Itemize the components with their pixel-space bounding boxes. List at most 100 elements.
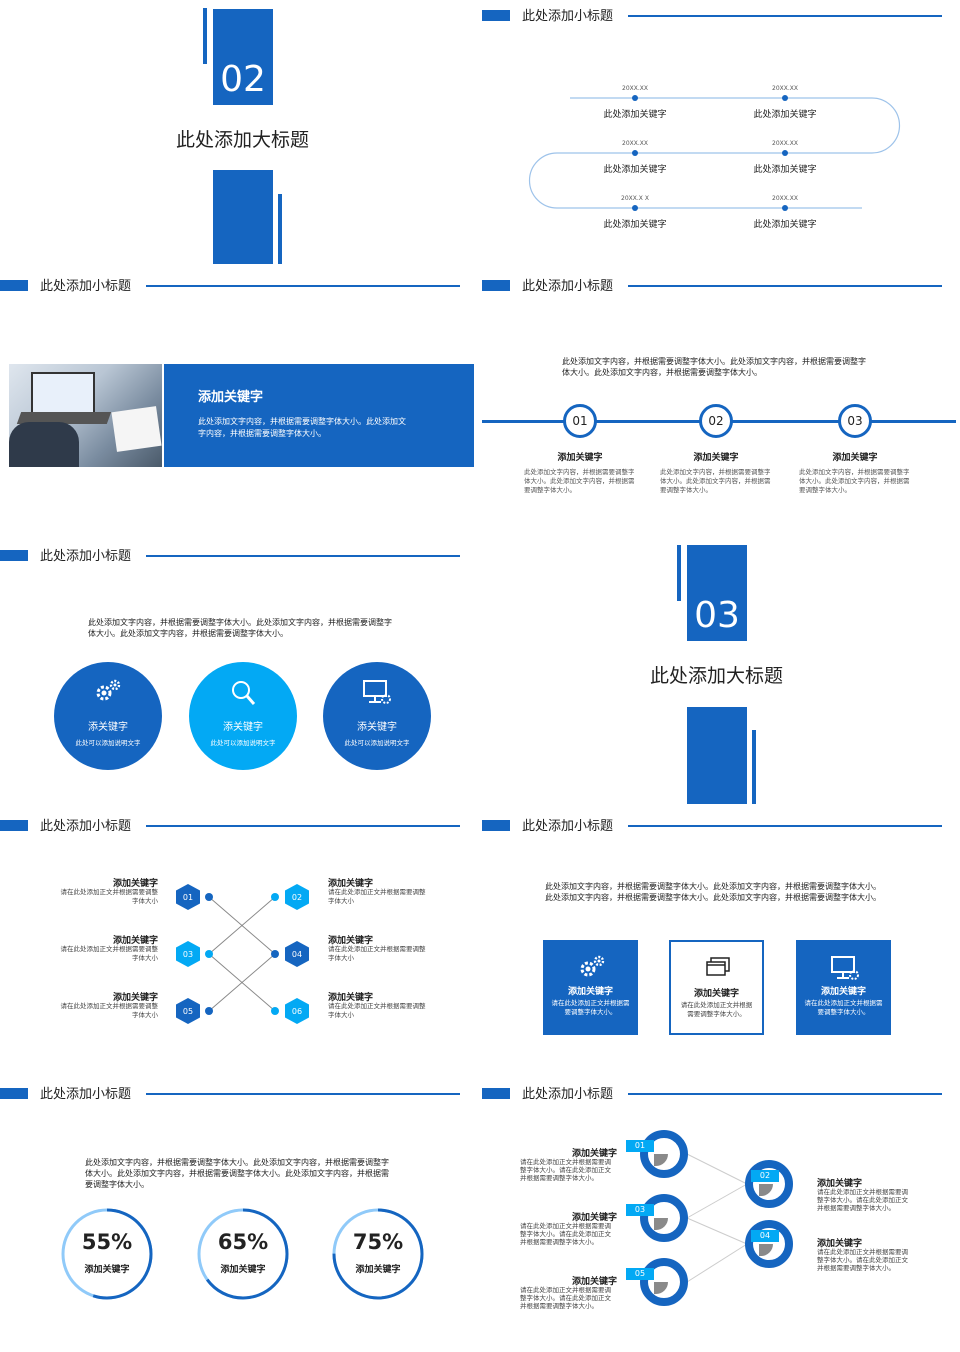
percent-value: 75% <box>352 1230 404 1254</box>
ring-tag: 02 <box>751 1170 779 1182</box>
hex-text: 请在此处添加正文并根据需要调整字体大小 <box>328 1002 426 1019</box>
ring-progress <box>197 1208 289 1300</box>
hex-keyword: 添加关键字 <box>328 936 374 946</box>
ring-text: 请在此处添加正文并根据需要调整字体大小。请在此处添加正文并根据需要调整字体大小。 <box>520 1222 611 1246</box>
feature-circle: 添关键字此处可以添加说明文字 <box>323 662 431 770</box>
box-text: 请在此处添加正文并根据需要调整字体大小。 <box>551 999 630 1016</box>
step-keyword: 添加关键字 <box>557 453 603 463</box>
slide-section-02: 02 此处添加大标题 <box>0 0 474 264</box>
timeline-date: 20XX.XX <box>772 195 798 202</box>
box-text: 请在此处添加正文并根据需要调整字体大小。 <box>680 1001 753 1018</box>
timeline-label: 此处添加关键字 <box>753 110 817 120</box>
feature-keyword: 添关键字 <box>357 722 397 733</box>
timeline-date: 20XX.X X <box>621 195 649 202</box>
slide-subtitle: 此处添加小标题 <box>40 549 132 564</box>
box-text: 请在此处添加正文并根据需要调整字体大小。 <box>804 999 883 1016</box>
cross-lines <box>208 896 276 1012</box>
ring-keyword: 添加关键字 <box>571 1149 617 1159</box>
ring-text: 请在此处添加正文并根据需要调整字体大小。请在此处添加正文并根据需要调整字体大小。 <box>817 1188 908 1212</box>
hex-text: 请在此处添加正文并根据需要调整字体大小 <box>60 945 159 962</box>
decor-block <box>687 707 747 804</box>
ring-keyword: 添加关键字 <box>571 1213 617 1223</box>
hex-keyword: 添加关键字 <box>328 879 374 889</box>
laptop-screen <box>31 372 95 416</box>
header-bar <box>0 820 28 831</box>
header-line <box>146 825 460 827</box>
ring-node <box>640 1194 688 1242</box>
timeline-dot <box>782 205 788 211</box>
timeline-date: 20XX.XX <box>772 140 798 147</box>
box-keyword: 添加关键字 <box>567 987 613 997</box>
header-line <box>628 285 942 287</box>
slide-boxes: 此处添加小标题 此处添加文字内容，并根据需要调整字体大小。此处添加文字内容，并根… <box>482 810 956 1074</box>
feature-keyword: 添关键字 <box>88 722 128 733</box>
timeline-dot <box>632 95 638 101</box>
gears-icon <box>93 678 123 708</box>
search-icon <box>228 678 258 708</box>
hex-keyword: 添加关键字 <box>112 993 158 1003</box>
info-panel: 添加关键字 此处添加文字内容，并根据需要调整字体大小。此处添加文字内容，并根据需… <box>164 364 474 467</box>
accent-line <box>752 730 756 804</box>
slide-subtitle: 此处添加小标题 <box>522 819 614 834</box>
feature-box: 添加关键字请在此处添加正文并根据需要调整字体大小。 <box>543 940 638 1035</box>
ring-keyword: 添加关键字 <box>817 1179 863 1189</box>
slide-photo: 此处添加小标题 添加关键字 此处添加文字内容，并根据需要调整字体大小。此处添加文… <box>0 270 474 534</box>
hexagon-number: 06 <box>291 1006 303 1016</box>
ring-tag: 01 <box>626 1140 654 1152</box>
step-number: 01 <box>572 414 588 428</box>
section-title: 此处添加大标题 <box>649 665 783 687</box>
timeline-dot <box>782 150 788 156</box>
timeline-date: 20XX.XX <box>622 140 648 147</box>
slide-subtitle: 此处添加小标题 <box>40 819 132 834</box>
ring-text: 请在此处添加正文并根据需要调整字体大小。请在此处添加正文并根据需要调整字体大小。 <box>520 1286 611 1310</box>
ring-tag: 05 <box>626 1268 654 1280</box>
header-bar <box>482 1088 510 1099</box>
header-bar <box>0 550 28 561</box>
slide-steps: 此处添加小标题 此处添加文字内容，并根据需要调整字体大小。此处添加文字内容，并根… <box>482 270 956 534</box>
ring-number: 01 <box>634 1141 646 1150</box>
feature-keyword: 添关键字 <box>223 722 263 733</box>
ring-text: 请在此处添加正文并根据需要调整字体大小。请在此处添加正文并根据需要调整字体大小。 <box>817 1248 908 1272</box>
header-bar <box>482 10 510 21</box>
intro-text: 此处添加文字内容，并根据需要调整字体大小。此处添加文字内容，并根据需要调整字体大… <box>88 618 392 638</box>
timeline-label: 此处添加关键字 <box>603 110 667 120</box>
slide-subtitle: 此处添加小标题 <box>40 1087 132 1102</box>
hexagon-number: 04 <box>291 949 303 959</box>
step-text: 此处添加文字内容，并根据需要调整字体大小。此处添加文字内容，并根据需要调整字体大… <box>799 468 910 494</box>
connector-dot <box>205 1007 213 1015</box>
hex-text: 请在此处添加正文并根据需要调整字体大小 <box>328 888 426 905</box>
ring-tag: 03 <box>626 1204 654 1216</box>
step-number: 02 <box>708 414 724 428</box>
hexagon-number: 02 <box>291 892 303 902</box>
step-circle: 02 <box>699 404 733 438</box>
connector-dot <box>205 950 213 958</box>
step-text: 此处添加文字内容，并根据需要调整字体大小。此处添加文字内容，并根据需要调整字体大… <box>660 468 771 494</box>
connector-dot <box>205 893 213 901</box>
connector-lines <box>686 1153 748 1283</box>
feature-text: 此处可以添加说明文字 <box>344 739 410 747</box>
monitor-gear-icon <box>362 678 392 708</box>
hexagon-number: 03 <box>182 949 194 959</box>
step-text: 此处添加文字内容，并根据需要调整字体大小。此处添加文字内容，并根据需要调整字体大… <box>524 468 635 494</box>
ring-tag: 04 <box>751 1230 779 1242</box>
header-line <box>146 555 460 557</box>
percent-keyword: 添加关键字 <box>84 1265 130 1275</box>
percent-ring: 55%添加关键字 <box>59 1206 155 1302</box>
timeline-date: 20XX.XX <box>622 85 648 92</box>
timeline-label: 此处添加关键字 <box>603 165 667 175</box>
ring-graphic <box>197 1208 289 1300</box>
connector-dot <box>271 950 279 958</box>
monitor-gear-icon <box>830 954 859 980</box>
connector-dot <box>271 1007 279 1015</box>
hexagon-number: 01 <box>182 892 194 902</box>
header-line <box>146 1093 460 1095</box>
step-circle: 01 <box>563 404 597 438</box>
accent-line <box>278 194 282 264</box>
slide-subtitle: 此处添加小标题 <box>522 1087 614 1102</box>
feature-box: 添加关键字请在此处添加正文并根据需要调整字体大小。 <box>669 940 764 1035</box>
step-number: 03 <box>847 414 863 428</box>
slide-percent: 此处添加小标题 此处添加文字内容，并根据需要调整字体大小。此处添加文字内容，并根… <box>0 1078 474 1342</box>
connector-dot <box>271 893 279 901</box>
